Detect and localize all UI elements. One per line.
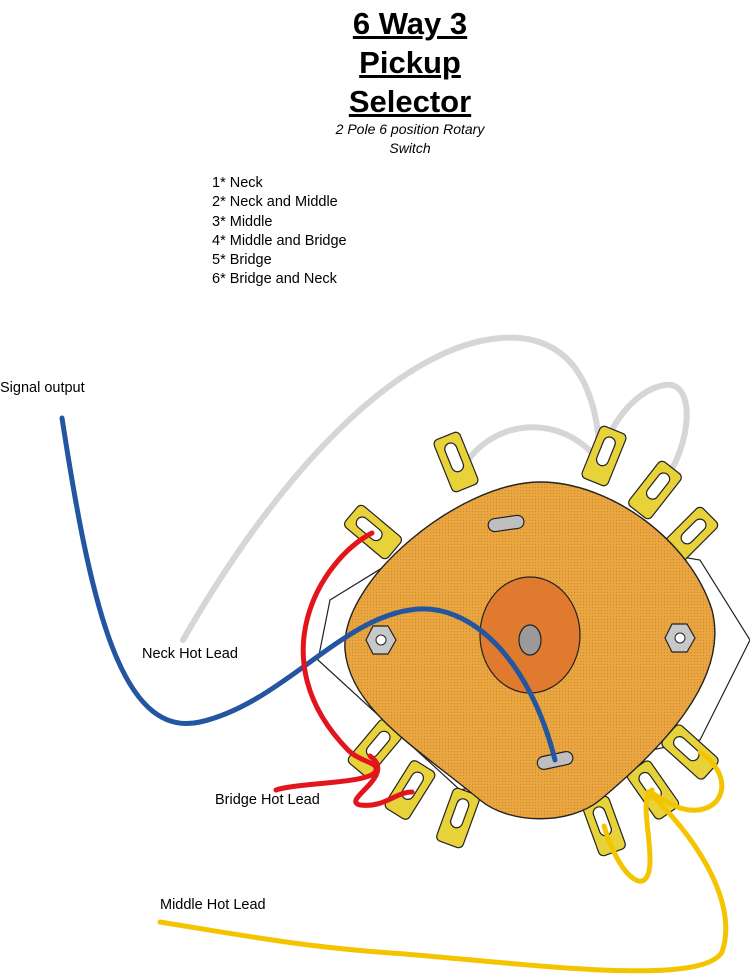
title-line-1: 6 Way 3 [352, 6, 468, 41]
position-item: 3* Middle [212, 213, 273, 230]
position-list: 1* Neck 2* Neck and Middle 3* Middle 4* … [212, 174, 347, 290]
rotor-slot-top [487, 514, 525, 533]
neck-wire-jumper [460, 424, 603, 471]
title-line-3: Selector [348, 84, 472, 119]
lug-top-2 [579, 424, 629, 488]
signal-output-label: Signal output [0, 380, 85, 396]
lug-top-1 [431, 430, 481, 494]
middle-wire [157, 749, 729, 974]
subtitle-line-1: 2 Pole 6 position Rotary [335, 121, 485, 137]
middle-hot-lead-label: Middle Hot Lead [160, 897, 266, 913]
subtitle-line-2: Switch [389, 140, 431, 156]
position-item: 1* Neck [212, 175, 263, 191]
bridge-hot-lead-label: Bridge Hot Lead [215, 792, 320, 808]
bridge-wire [273, 530, 379, 793]
switch-shaft [518, 624, 542, 656]
position-item: 4* Middle and Bridge [212, 232, 347, 249]
position-item: 6* Bridge and Neck [212, 271, 337, 288]
neck-hot-lead-label: Neck Hot Lead [142, 646, 238, 662]
middle-wire-jumper [601, 787, 655, 884]
position-item: 5* Bridge [212, 252, 272, 269]
position-item: 2* Neck and Middle [212, 194, 338, 211]
title-line-2: Pickup [359, 45, 461, 80]
bridge-wire-jumper [353, 753, 415, 808]
signal-wire [59, 415, 558, 763]
lug-bottom-3 [434, 786, 482, 850]
neck-wire [180, 334, 690, 643]
